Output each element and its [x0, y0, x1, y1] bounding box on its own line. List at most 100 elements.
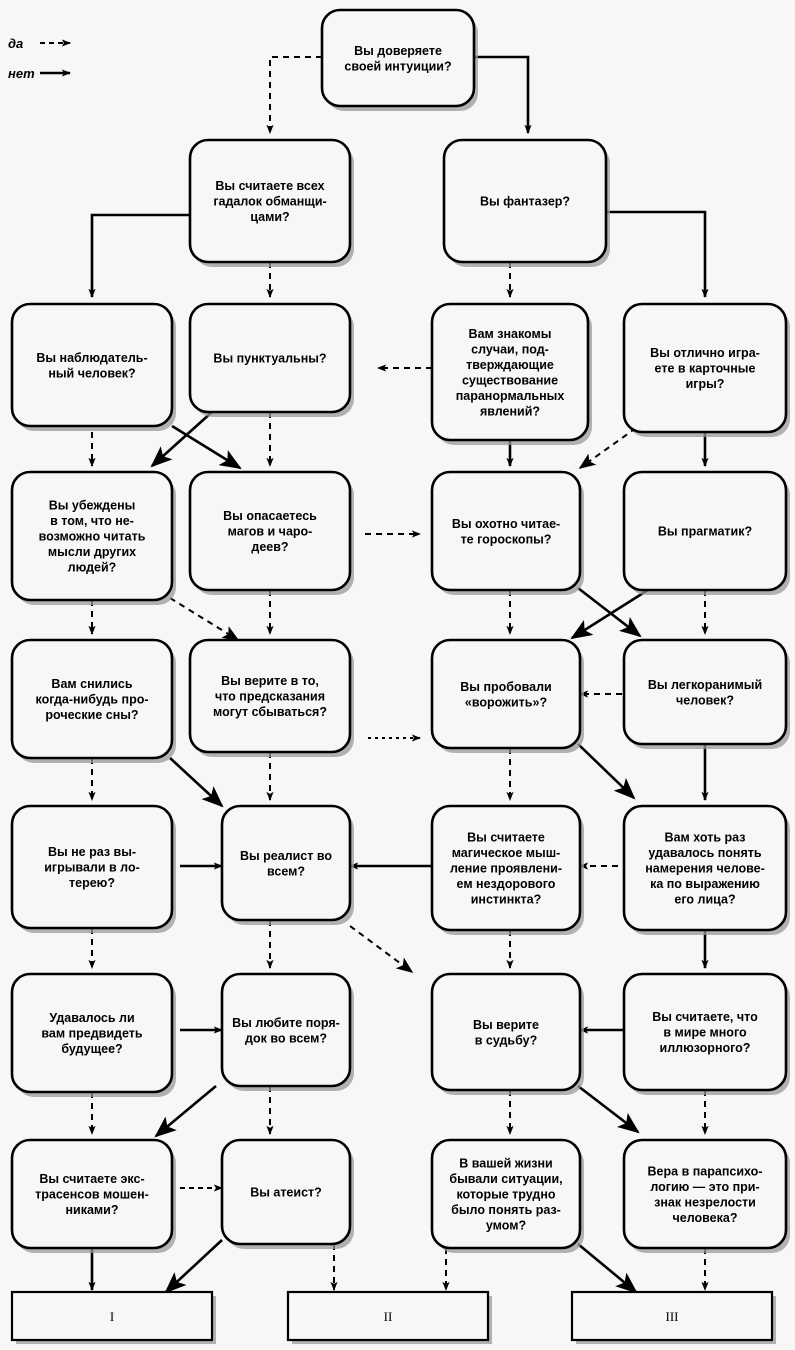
result-r3[interactable]: III: [570, 1290, 776, 1344]
edge-n13-n18-no: [577, 743, 636, 800]
node-rect[interactable]: [430, 804, 582, 932]
node-rect[interactable]: [430, 1138, 582, 1250]
result-r2[interactable]: II: [286, 1290, 492, 1344]
node-rect[interactable]: [430, 638, 582, 750]
node-n2[interactable]: Вы фантазер?: [442, 138, 610, 267]
result-label: II: [384, 1309, 393, 1324]
node-label: Вы пунктуальны?: [213, 352, 326, 366]
edge-n7-n12-yes2: [169, 597, 240, 641]
result-r1[interactable]: I: [10, 1290, 216, 1344]
edge-n2-n6-no: [606, 210, 709, 299]
node-rect[interactable]: [622, 302, 788, 434]
edge-n11-n16-no: [169, 757, 224, 808]
node-rect[interactable]: [188, 138, 352, 264]
node-rect[interactable]: [10, 470, 174, 602]
node-n3[interactable]: Вы наблюдатель-ный человек?: [10, 302, 176, 431]
node-n4[interactable]: Вы пунктуальны?: [188, 302, 354, 417]
node-n15[interactable]: Вы не раз вы-игрывали в ло-терею?: [10, 804, 176, 933]
edge-n9-n14-no: [577, 586, 642, 638]
node-label: Вы любите поря-док во всем?: [232, 1016, 340, 1046]
edge-n24-r1-no: [164, 1239, 223, 1294]
edge-n3-n8-no: [171, 424, 242, 470]
node-rect[interactable]: [430, 302, 590, 442]
node-rect[interactable]: [10, 804, 174, 930]
node-rect[interactable]: [442, 138, 608, 264]
node-rect[interactable]: [10, 638, 174, 760]
node-rect[interactable]: [188, 302, 352, 414]
node-rect[interactable]: [220, 1138, 352, 1246]
node-rect[interactable]: [220, 804, 352, 922]
legend-no-label: нет: [8, 66, 35, 81]
node-rect[interactable]: [188, 470, 352, 592]
node-rect[interactable]: [320, 8, 476, 108]
node-label: Вера в парапсихо-логию — это при-знак не…: [648, 1164, 763, 1225]
result-rect[interactable]: [286, 1290, 490, 1342]
node-rect[interactable]: [622, 470, 788, 592]
node-rect[interactable]: [220, 972, 352, 1088]
node-n10[interactable]: Вы прагматик?: [622, 470, 790, 595]
node-rect[interactable]: [430, 972, 582, 1092]
result-label: III: [666, 1309, 679, 1324]
edge-n1-n3-no: [88, 213, 190, 299]
node-rect[interactable]: [622, 804, 788, 932]
node-label: Вы наблюдатель-ный человек?: [36, 351, 147, 381]
node-label: Вы не раз вы-игрывали в ло-терею?: [44, 845, 140, 890]
result-rect[interactable]: [10, 1290, 214, 1342]
node-rect[interactable]: [622, 972, 788, 1092]
node-label: Вы атеист?: [250, 1186, 322, 1200]
edge-n6-n9-yes: [578, 427, 637, 469]
node-label: Вы считаете экс-трасенсов мошен-никами?: [35, 1172, 149, 1217]
edge-n16-n21-yes2: [349, 925, 414, 973]
node-n24[interactable]: Вы атеист?: [220, 1138, 354, 1249]
connector-layer: [88, 55, 709, 1294]
node-rect[interactable]: [622, 1138, 788, 1250]
result-rect[interactable]: [570, 1290, 774, 1342]
node-rect[interactable]: [430, 470, 582, 592]
node-rect[interactable]: [10, 972, 174, 1094]
edge-n0-n2-no: [473, 55, 532, 135]
node-n23[interactable]: Вы считаете экс-трасенсов мошен-никами?: [10, 1138, 176, 1253]
node-n20[interactable]: Вы любите поря-док во всем?: [220, 972, 354, 1091]
node-rect[interactable]: [622, 638, 788, 746]
node-n13[interactable]: Вы пробовали«ворожить»?: [430, 638, 584, 753]
node-rect[interactable]: [10, 302, 174, 428]
edge-n21-n26-no: [577, 1084, 640, 1134]
node-n9[interactable]: Вы охотно читае-те гороскопы?: [430, 470, 584, 595]
node-n26[interactable]: Вера в парапсихо-логию — это при-знак не…: [622, 1138, 790, 1253]
node-rect[interactable]: [10, 1138, 174, 1250]
node-rect[interactable]: [188, 638, 352, 754]
edge-n10-n13-no: [570, 588, 649, 640]
edge-n0-n1-yes: [266, 56, 322, 135]
result-label: I: [110, 1309, 114, 1324]
